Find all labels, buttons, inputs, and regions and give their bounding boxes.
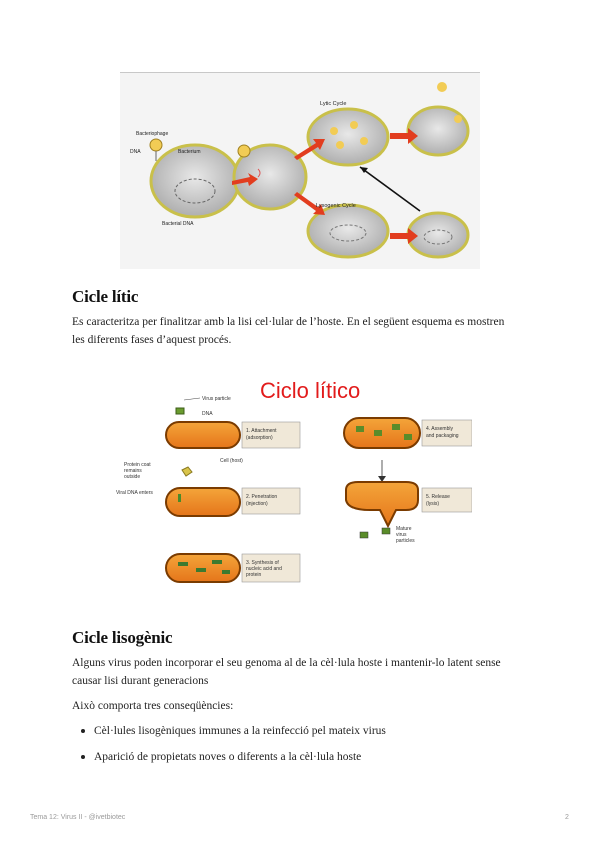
page-number: 2 (565, 814, 569, 821)
label-bacteriophage: Bacteriophage (136, 131, 168, 137)
lytic-paragraph: Es caracteritza per finalitzar amb la li… (72, 313, 532, 349)
label-bacterium: Bacterium (178, 149, 201, 155)
label-dna-2: DNA (202, 411, 213, 417)
lytic-cycle-figure: Ciclo lítico Virus particle DNA 1. Attac… (112, 370, 473, 606)
consequences-list: Cèl·lules lisogèniques immunes a la rein… (72, 722, 386, 774)
cell-step1 (165, 421, 241, 449)
step2-label: 2. Penetration(injection) (246, 494, 277, 507)
label-lysogenic-cycle: Lysogenic Cycle (316, 203, 356, 209)
label-bacterial-dna: Bacterial DNA (162, 221, 194, 227)
lytic-cell (306, 107, 390, 167)
phage-icon (149, 138, 163, 152)
label-lytic-cycle: Lytic Cycle (320, 101, 346, 107)
list-item: Cèl·lules lisogèniques immunes a la rein… (72, 722, 386, 748)
label-dna: DNA (130, 149, 141, 155)
step5-label: 5. Release(lysis) (426, 494, 450, 507)
section-title-lytic: Cicle lític (72, 287, 139, 306)
lysogenic-cell-2 (406, 211, 470, 259)
lysogenic-paragraph-line-2: causar lisi durant generacions (72, 675, 209, 687)
lysogenic-cell (306, 203, 390, 259)
label-viral-dna-enters: Viral DNA enters (116, 490, 153, 496)
list-item: Aparició de propietats noves o diferents… (72, 748, 386, 774)
footer-left: Tema 12: Virus II - @ivetbiotec (30, 814, 126, 821)
cell-step5 (345, 481, 419, 529)
step1-label: 1. Attachment(adsorption) (246, 428, 277, 441)
infected-cell (232, 143, 308, 211)
section-title-lysogenic: Cicle lisogènic (72, 628, 173, 647)
cell-step2 (165, 487, 241, 517)
lysed-cell (406, 105, 470, 157)
lytic-paragraph-line-2: les diferents fases d’aquest procés. (72, 334, 232, 346)
label-virus-particle: Virus particle (202, 396, 231, 402)
label-cell-host: Cell (host) (220, 458, 243, 464)
figure-title: Ciclo lítico (260, 378, 360, 403)
bacterium-cell (149, 143, 241, 219)
consequences-intro: Això comporta tres conseqüències: (72, 700, 234, 712)
phage-cycle-figure: Bacteriophage DNA Bacterium Bacterial DN… (120, 72, 480, 269)
lysogenic-paragraph: Alguns virus poden incorporar el seu gen… (72, 654, 532, 690)
lysogenic-paragraph-line-1: Alguns virus poden incorporar el seu gen… (72, 657, 501, 669)
lytic-paragraph-line-1: Es caracteritza per finalitzar amb la li… (72, 316, 505, 328)
